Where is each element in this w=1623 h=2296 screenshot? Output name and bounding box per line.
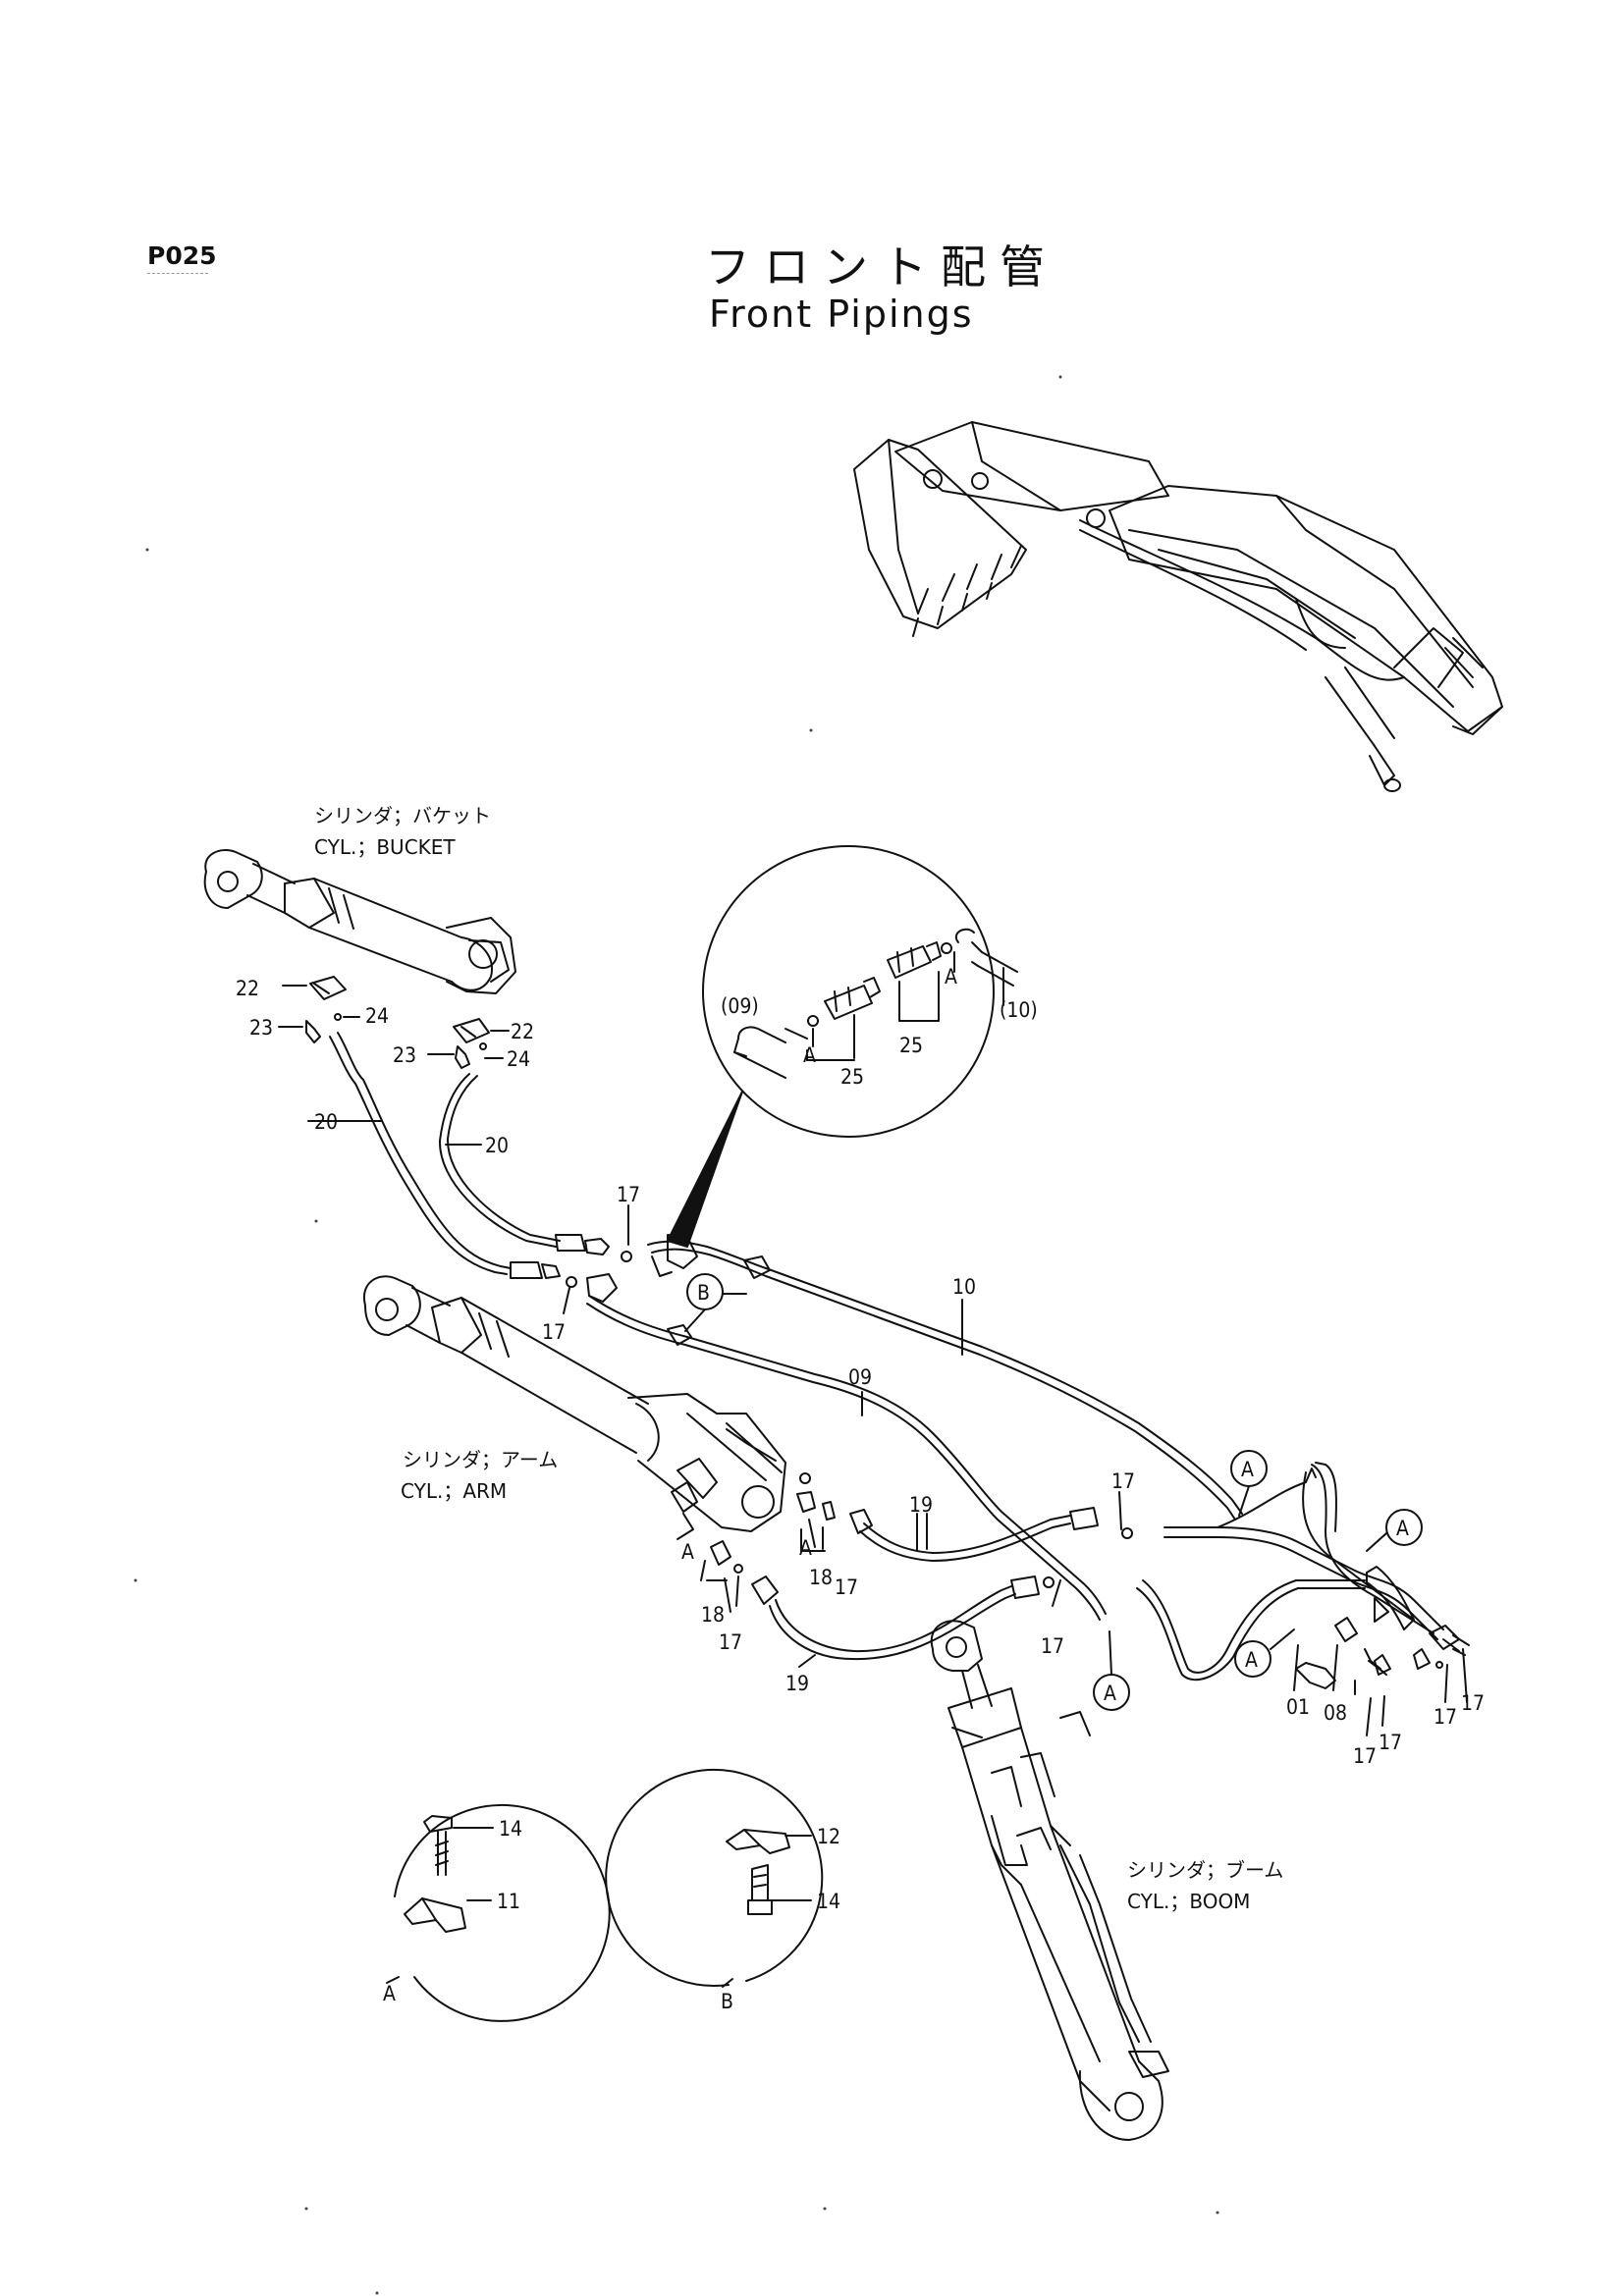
detail-o-ring-a-right: A [945,965,957,988]
ref-a-marker-3: A [1245,1648,1258,1672]
detail-b-label: B [721,1990,733,2013]
boom-cylinder-label-en: CYL.；BOOM [1127,1890,1251,1913]
bucket-hoses [307,1032,632,1288]
callout-25-right: 25 [899,1034,923,1057]
detail-b [605,1769,824,1988]
callout-17-boom-top: 17 [1111,1469,1135,1493]
excavator-front-overview [853,421,1503,792]
callout-08: 08 [1324,1701,1347,1725]
callout-17-arm-mid: 17 [835,1575,858,1599]
callout-10: 10 [952,1275,976,1299]
ref-a-marker-1: A [1241,1458,1254,1481]
callout-09-detail: (09) [721,994,759,1018]
arm-cylinder-label-en: CYL.；ARM [401,1479,508,1503]
callout-24-bucket-right: 24 [507,1047,530,1071]
callout-17-boom-left: 17 [1041,1634,1064,1658]
callout-11: 11 [497,1890,520,1913]
callout-19-upper: 19 [909,1493,933,1517]
title-english: Front Pipings [709,293,974,336]
callout-12: 12 [817,1825,840,1848]
arm-cylinder-label-jp: シリンダ；アーム [403,1448,559,1471]
callout-10-detail: (10) [1000,998,1038,1022]
main-pipes [586,1234,1243,1621]
scan-speckles [134,375,1219,2295]
arm-o-ring-a-left: A [681,1540,694,1564]
callout-09: 09 [848,1365,872,1389]
callout-22-bucket-right: 22 [511,1020,534,1043]
joint-detail [667,845,1018,1248]
callout-25-left: 25 [840,1065,864,1089]
callout-17-boom-c: 17 [1434,1705,1457,1729]
bucket-clamp-parts [278,976,510,1069]
callout-17-boom-b: 17 [1379,1731,1402,1754]
bucket-cylinder-label-jp: シリンダ；バケット [314,804,491,828]
callout-23-bucket-right: 23 [393,1043,416,1067]
boom-cylinder-label-jp: シリンダ；ブーム [1127,1858,1284,1882]
callout-24-bucket-left: 24 [365,1004,389,1028]
ref-a-marker-4: A [1104,1682,1116,1705]
arm-o-ring-a-right: A [799,1536,812,1560]
callout-14-detail-a: 14 [499,1817,522,1841]
callout-17-boom-d: 17 [1461,1691,1485,1715]
arm-hoses [751,1507,1133,1668]
arm-fittings [700,1519,826,1613]
boom-cylinder [930,1620,1169,2141]
callout-22-bucket-left: 22 [236,977,259,1000]
title-japanese: フロント配管 [705,240,1058,294]
page-code-underline [147,273,208,274]
callout-18-left: 18 [701,1603,725,1627]
callout-19-lower: 19 [785,1672,809,1695]
callout-01: 01 [1286,1695,1310,1719]
ref-b-marker: B [697,1281,710,1305]
callout-14-detail-b: 14 [817,1890,840,1913]
leader-lines [563,1204,1122,1607]
callout-20-left: 20 [314,1110,338,1134]
boom-pipes [1136,1462,1470,1682]
ref-a-marker-2: A [1396,1517,1409,1540]
page-code: P025 [147,241,217,270]
reference-markers [684,1273,1423,1711]
callout-17-boom-a: 17 [1353,1744,1377,1768]
boom-pipe-ends [1293,1644,1468,1736]
callout-18-right: 18 [809,1566,833,1589]
callout-23-bucket-left: 23 [249,1016,273,1040]
arm-cylinder [362,1275,836,1540]
detail-o-ring-a-left: A [803,1043,816,1067]
callout-17-arm-left: 17 [542,1320,566,1344]
detail-a-label: A [383,1982,396,2005]
callout-20-right: 20 [485,1134,509,1157]
callout-17-top: 17 [617,1183,640,1206]
callout-17-arm-low: 17 [719,1630,742,1654]
bucket-cylinder [203,849,516,994]
bucket-cylinder-label-en: CYL.；BUCKET [314,835,456,859]
